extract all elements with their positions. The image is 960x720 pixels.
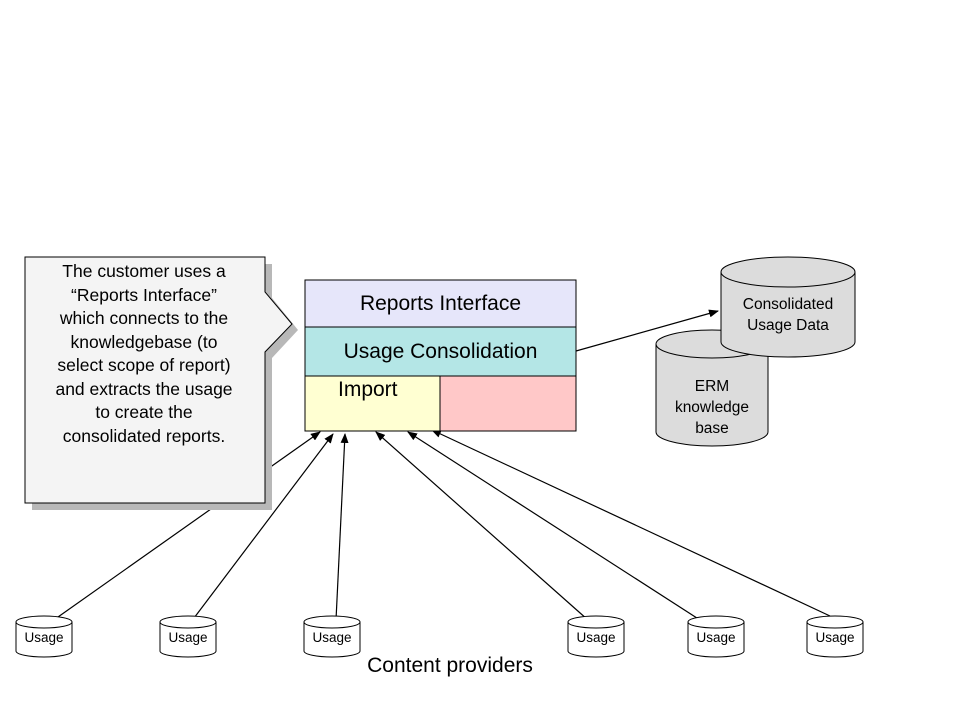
system-stack — [304, 279, 577, 432]
provider-cylinder-3 — [303, 615, 361, 658]
reports-interface-label: Reports Interface — [359, 292, 522, 315]
connector-5 — [407, 431, 701, 621]
provider-cylinders — [15, 615, 864, 658]
content-providers-label: Content providers — [367, 654, 533, 677]
connector-3 — [335, 433, 349, 621]
db-label-line: knowledge — [674, 399, 750, 416]
provider-cylinder-5 — [687, 615, 745, 658]
usage-consolidation-label: Usage Consolidation — [343, 340, 538, 363]
callout-text: The customer uses a “Reports Interface” … — [26, 260, 262, 448]
import-module — [304, 375, 441, 432]
provider-usage-label: Usage — [24, 630, 64, 645]
connector-1 — [57, 431, 321, 618]
callout-box — [24, 256, 293, 504]
db-label-line: Usage Data — [747, 317, 829, 334]
callout-line: knowledgebase (to — [70, 331, 218, 352]
callout-line: and extracts the usage — [55, 378, 233, 399]
db-label-line: base — [695, 420, 729, 437]
usage-consolidation-layer — [304, 326, 577, 377]
db-label-line: ERM — [694, 378, 730, 395]
provider-usage-label: Usage — [696, 630, 736, 645]
provider-usage-label: Usage — [312, 630, 352, 645]
provider-cylinder-2 — [159, 615, 217, 658]
provider-usage-label: Usage — [576, 630, 616, 645]
connector-4 — [375, 431, 589, 621]
import-label: Import — [338, 378, 398, 401]
callout-line: which connects to the — [59, 308, 229, 328]
db-label-line: Consolidated — [742, 296, 834, 313]
provider-cylinder-6 — [806, 615, 864, 658]
erm-knowledge-base-label: ERM knowledge base — [656, 376, 768, 439]
callout-line: The customer uses a — [62, 261, 226, 281]
extra-module — [439, 375, 577, 432]
reports-interface-layer — [304, 279, 577, 328]
provider-usage-label: Usage — [168, 630, 208, 645]
callout-line: “Reports Interface” — [71, 284, 217, 305]
provider-usage-label: Usage — [815, 630, 855, 645]
connector-2 — [190, 433, 334, 623]
connector-6 — [431, 429, 831, 617]
consolidation-to-db-arrow — [575, 309, 719, 352]
callout-line: consolidated reports. — [62, 425, 226, 446]
provider-cylinder-4 — [567, 615, 625, 658]
consolidated-usage-data-label: Consolidated Usage Data — [721, 294, 855, 336]
callout-line: select scope of report) — [57, 355, 231, 375]
provider-connectors — [57, 429, 831, 623]
callout-line: to create the — [95, 402, 193, 422]
provider-cylinder-1 — [15, 615, 73, 658]
consolidated-usage-data-cylinder — [720, 256, 856, 358]
